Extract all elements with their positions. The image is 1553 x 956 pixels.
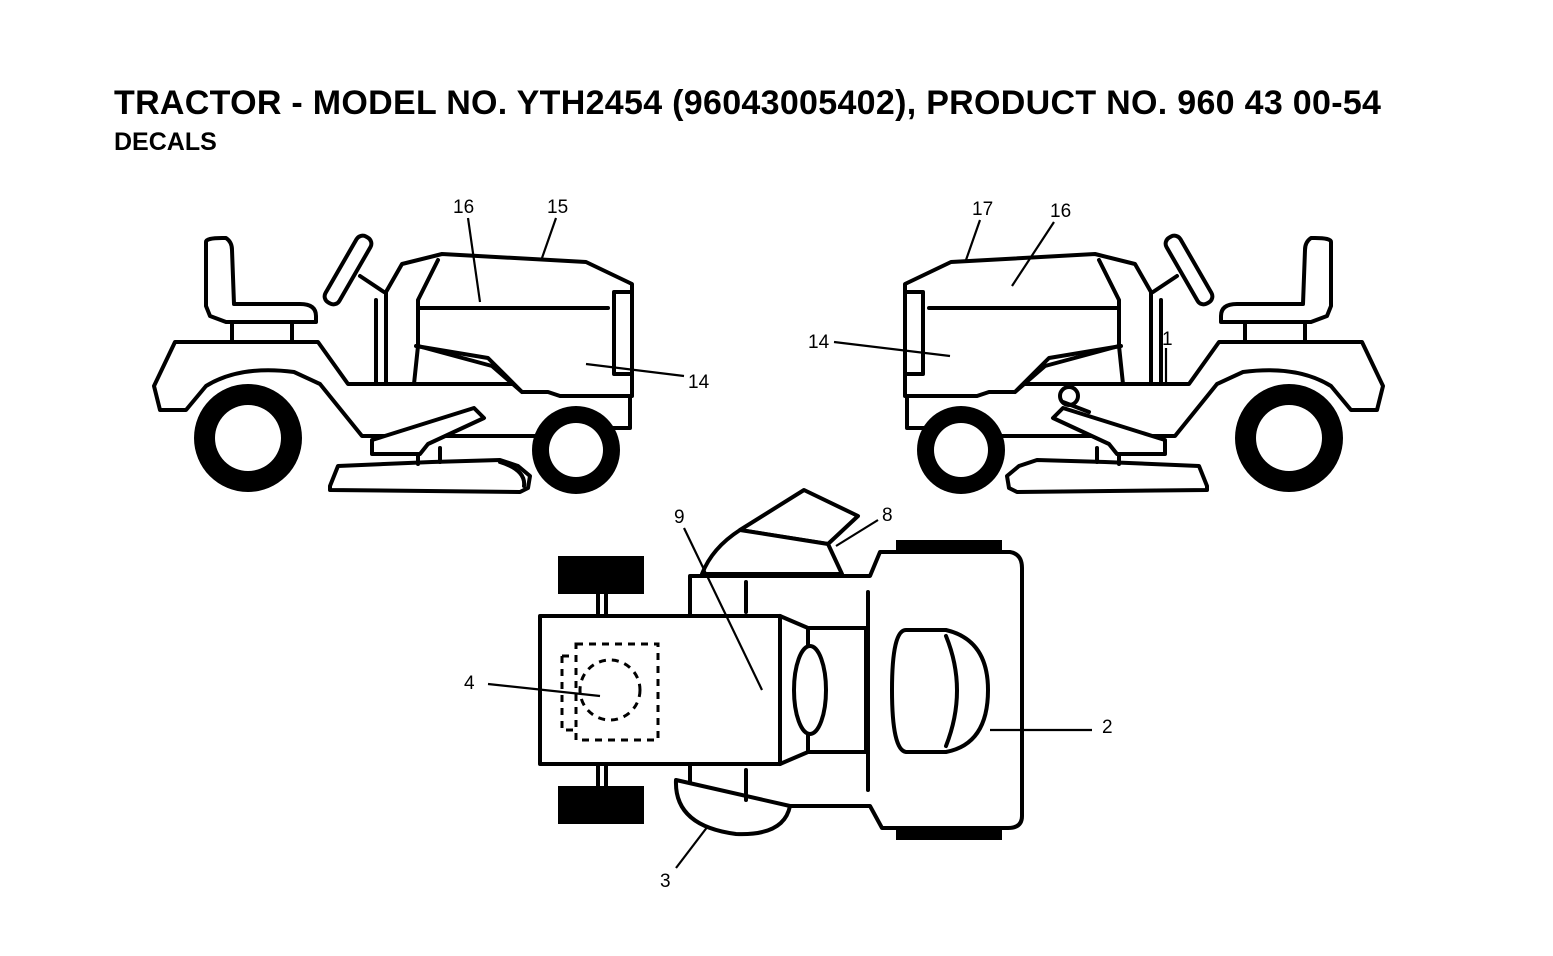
callout-1: 1: [1162, 329, 1173, 350]
left-view-callouts: 16 15 14: [453, 197, 710, 393]
callout-8: 8: [882, 505, 893, 526]
callout-17: 17: [972, 199, 993, 220]
callout-4: 4: [464, 673, 475, 694]
tractor-left-side-view: [152, 233, 634, 494]
callout-2: 2: [1102, 717, 1113, 738]
foot-pedal: [1051, 406, 1167, 456]
page-title: TRACTOR - MODEL NO. YTH2454 (96043005402…: [114, 84, 1382, 122]
callout-14: 14: [688, 372, 710, 393]
front-wheel-left: [558, 556, 644, 594]
seat-top: [890, 628, 990, 754]
steering-wheel: [322, 233, 374, 307]
hood: [903, 252, 1153, 398]
page-subtitle: DECALS: [114, 128, 217, 156]
right-view-callouts: 17 16 14 1: [808, 199, 1173, 384]
front-wheel-right: [558, 786, 644, 824]
foot-pedal: [370, 406, 486, 456]
callout-15: 15: [547, 197, 568, 218]
callout-3: 3: [660, 871, 671, 892]
mower-deck: [1005, 458, 1209, 494]
callout-16: 16: [453, 197, 474, 218]
hood: [384, 252, 634, 398]
decal-area-4: [574, 642, 660, 742]
mower-deck: [328, 458, 532, 494]
tractor-right-side-view: [903, 233, 1385, 494]
callout-9: 9: [674, 507, 685, 528]
steering-wheel-top: [792, 644, 828, 736]
seat: [204, 236, 318, 324]
steering-wheel: [1163, 233, 1215, 307]
tractor-top-view: [538, 488, 1024, 840]
seat: [1219, 236, 1333, 324]
hood-top: [538, 614, 782, 766]
top-view-callouts: 9 8 4 2 3: [464, 505, 1113, 892]
callout-14: 14: [808, 332, 830, 353]
callout-16: 16: [1050, 201, 1071, 222]
